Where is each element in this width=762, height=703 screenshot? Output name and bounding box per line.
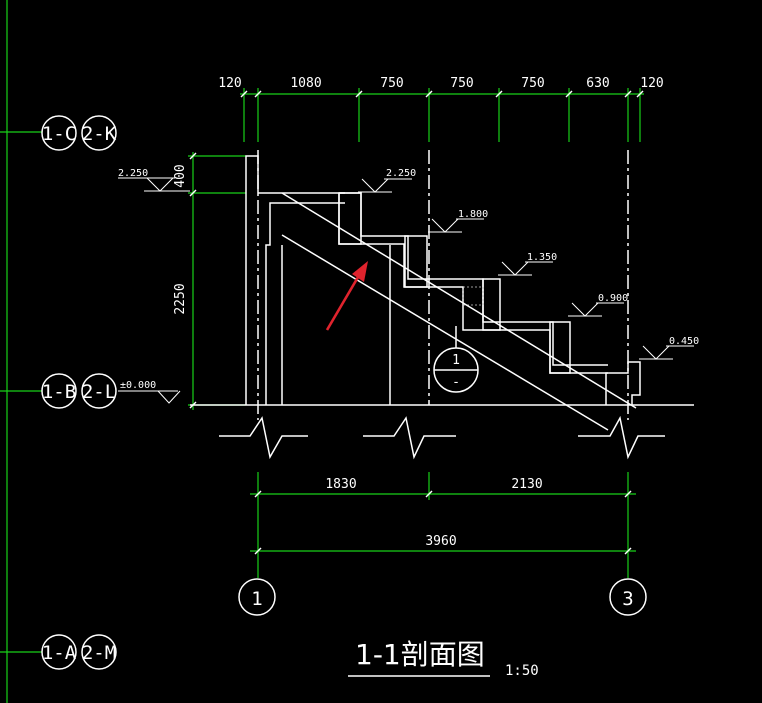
axis-label-2k: 2-K [82,123,117,145]
elevation-label-3: 1.800 [458,209,488,220]
bottom-dimension-chain-2 [250,500,636,578]
section-marker-number: 1 [452,353,460,368]
dim-top-1: 1080 [290,76,321,91]
axis-label-2m: 2-M [82,642,116,664]
elevation-label-6: 0.450 [669,336,699,347]
elevation-marker-3 [498,261,553,276]
drawing-title: 1-1剖面图 [355,638,485,671]
dim-top-0: 120 [218,76,241,91]
step-block-2 [404,235,428,288]
dim-bottom-1830: 1830 [325,477,356,492]
section-marker: 1 - [433,326,479,393]
axis-tag-1a-2m: 1-A 2-M [41,634,117,670]
axis-tag-1b-2l: 1-B 2-L [41,373,117,409]
elevation-label-4: 1.350 [527,252,557,263]
dim-top-3: 750 [450,76,473,91]
dim-top-5: 630 [586,76,609,91]
dim-left-0: 400 [173,164,188,187]
axis-bubble-3-label: 3 [622,588,633,610]
elevation-marker-6 [118,390,181,404]
elevation-marker-0 [118,177,190,192]
elevation-marker-4 [568,302,624,317]
elevation-label-5: 0.900 [598,293,628,304]
elevation-label-7: ±0.000 [120,380,156,391]
elevation-label-1: 2.250 [386,168,416,179]
dim-bottom-2130: 2130 [511,477,542,492]
step-block-4 [549,321,571,374]
break-lines [219,415,665,460]
axis-label-1b: 1-B [42,381,76,403]
elevation-label-0: 2.250 [118,168,148,179]
axis-bubble-1: 1 [238,578,276,616]
dim-top-2: 750 [380,76,403,91]
dim-top-4: 750 [521,76,544,91]
top-dimension-chain [240,88,644,142]
left-axis-lines [0,0,42,703]
annotation-arrow [325,261,368,331]
axis-bubble-1-label: 1 [251,588,262,610]
drawing-scale: 1:50 [505,663,539,679]
dim-left-1: 2250 [173,283,188,314]
axis-bubble-3: 3 [609,578,647,616]
axis-label-1a: 1-A [42,642,77,664]
dim-bottom-total: 3960 [425,534,456,549]
axis-label-1c: 1-C [42,123,76,145]
bottom-dimension-chain-1 [250,472,636,500]
concrete-hatch [462,286,484,306]
stair-section [245,155,641,431]
dim-top-6: 120 [640,76,663,91]
section-marker-sheet: - [452,375,460,390]
axis-tag-1c-2k: 1-C 2-K [41,115,117,151]
axis-label-2l: 2-L [82,381,116,403]
elevation-marker-5 [639,345,694,360]
step-block-1 [338,192,362,245]
elevation-marker-1 [358,178,412,193]
elevation-marker-2 [428,218,484,233]
